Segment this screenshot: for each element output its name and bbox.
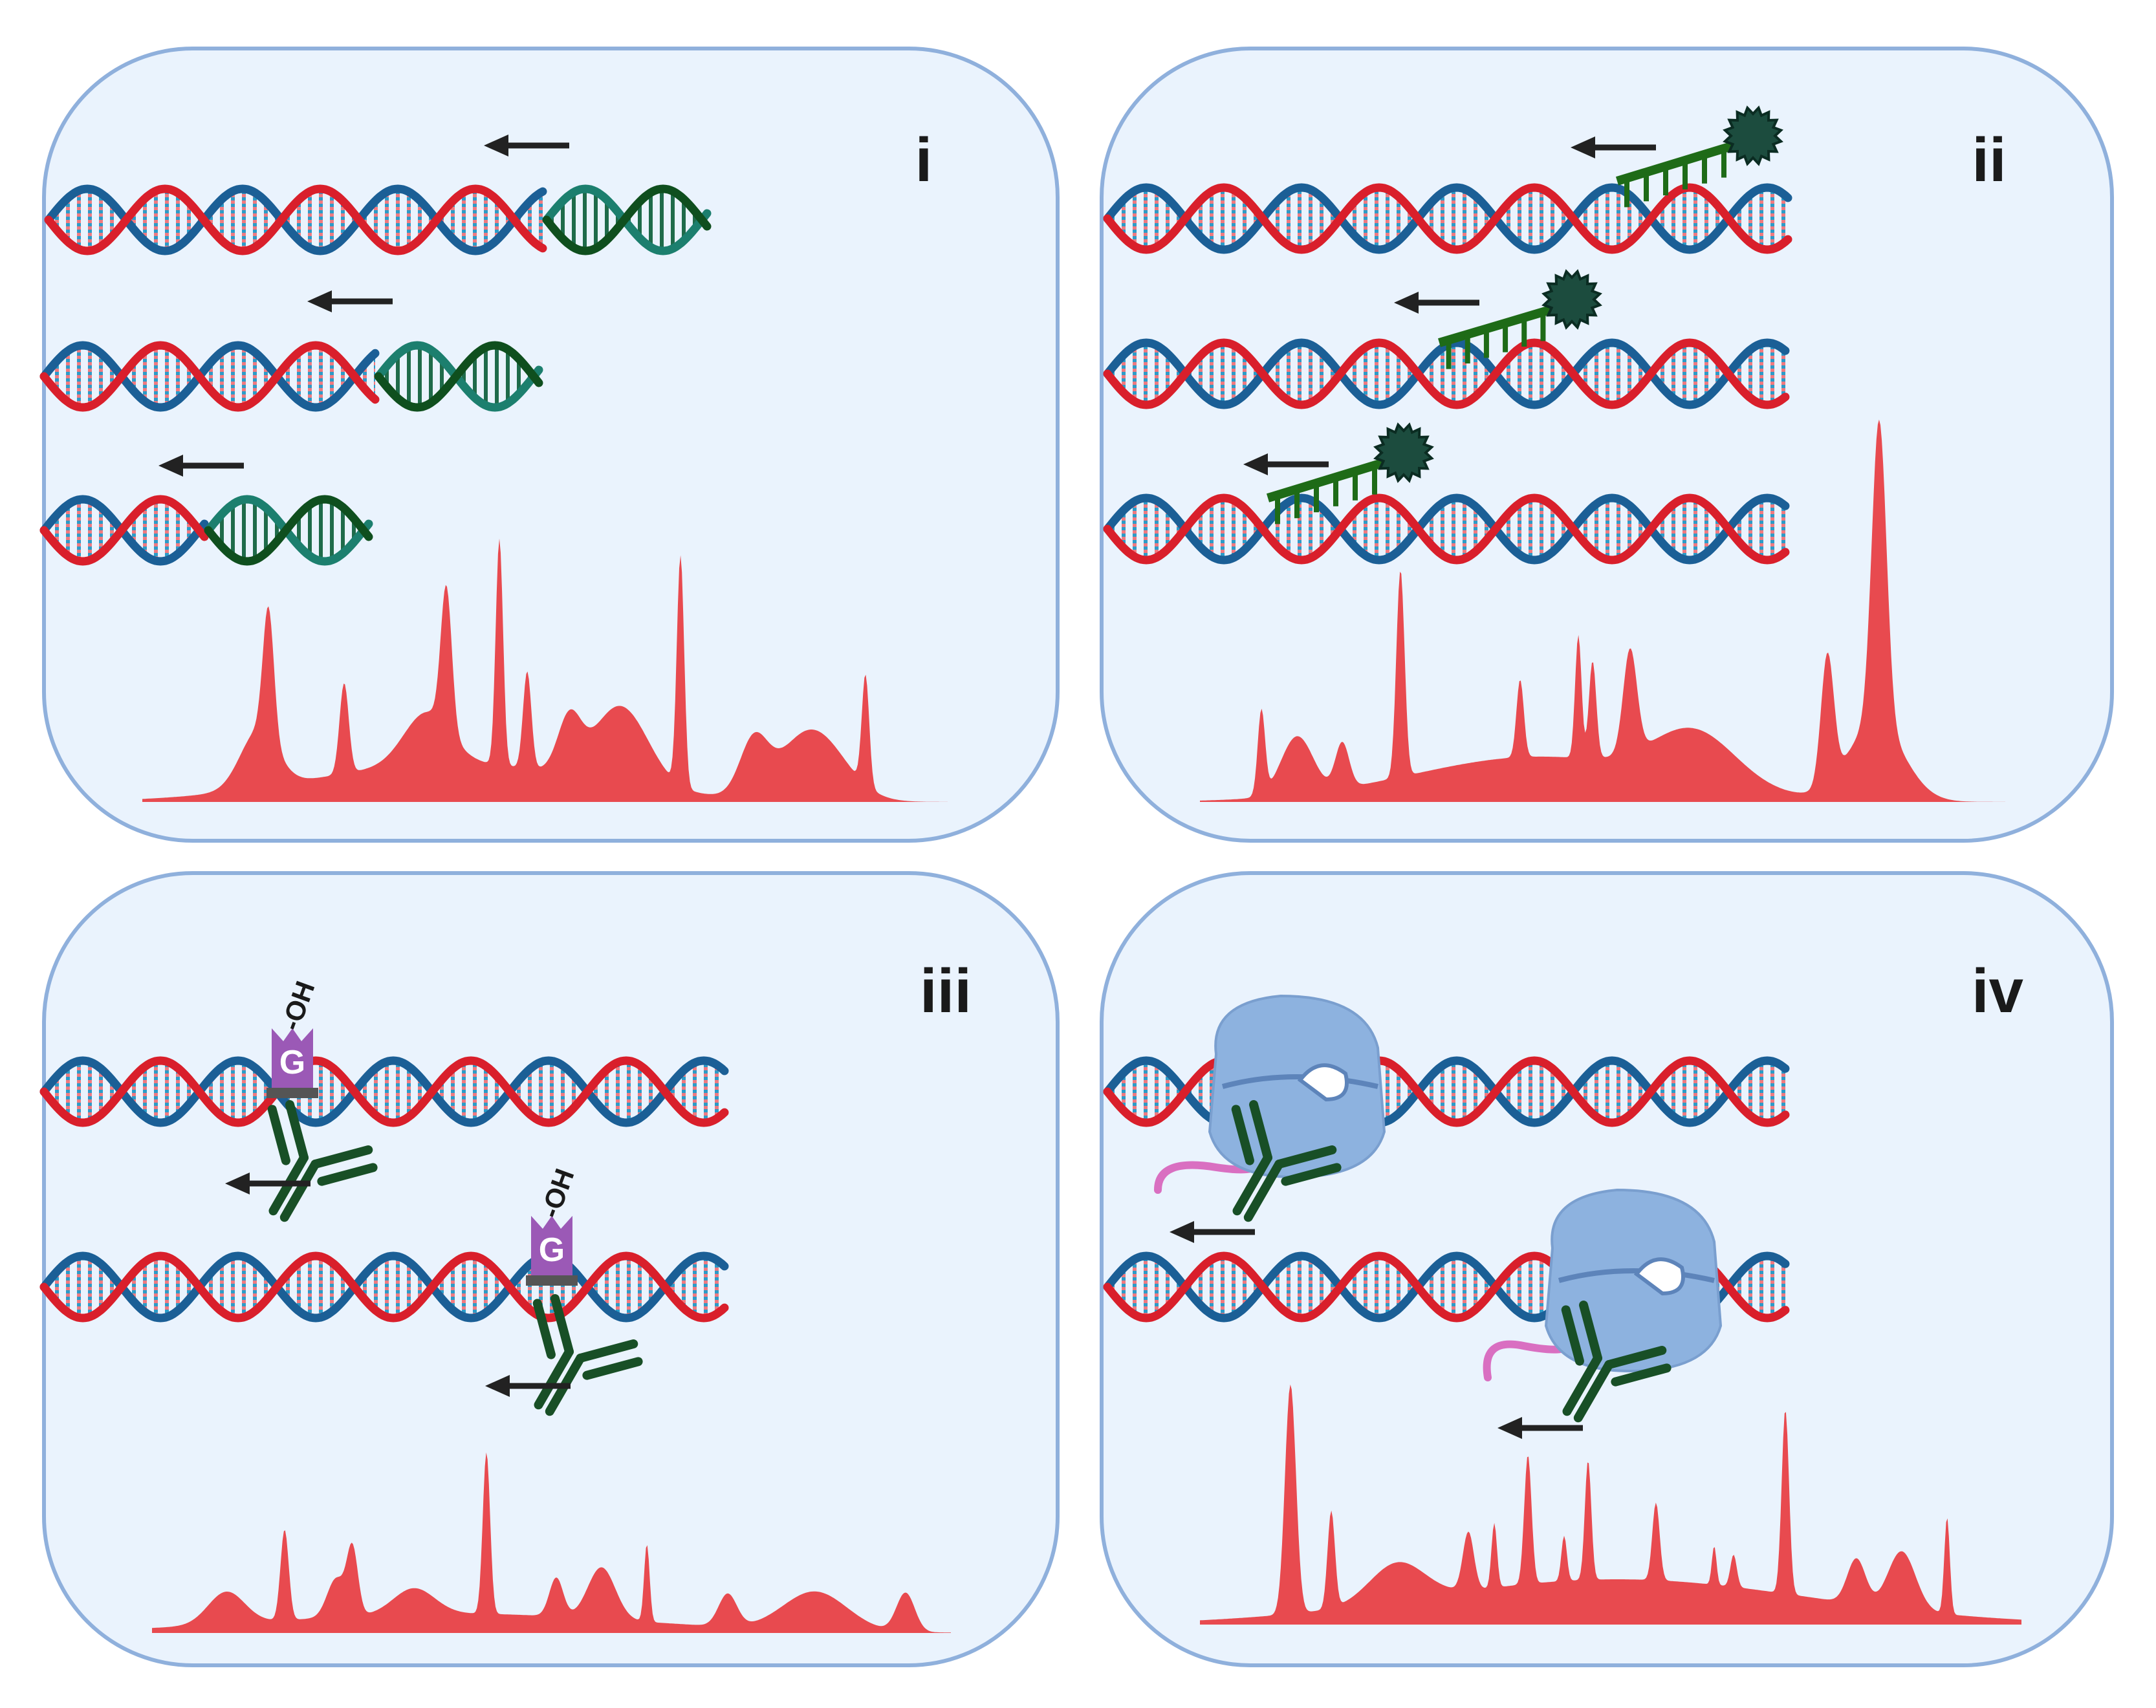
dna-strand-front	[1103, 493, 1790, 565]
arrow-head	[225, 1173, 250, 1195]
dna-helix-template	[1103, 183, 1792, 254]
arrow-head	[1394, 292, 1419, 314]
antibody-binding-icon: G-OHG-OH	[39, 977, 951, 1633]
probe-backbone	[1438, 305, 1554, 347]
arrow-head	[484, 135, 508, 157]
dna-strand-back	[39, 1251, 729, 1323]
labeled-probe-icon	[1615, 105, 1783, 208]
fluorophore-icon	[1373, 422, 1434, 483]
panel-iii-label: iii	[920, 957, 972, 1026]
direction-arrow-icon	[225, 1173, 310, 1195]
dna-strand-back	[39, 341, 380, 412]
panel-ii-label: ii	[1972, 125, 2006, 195]
dna-strand-back	[39, 1056, 729, 1127]
antibody-icon	[1231, 1100, 1342, 1222]
arrow-head	[158, 455, 183, 477]
dna-strand-front	[39, 1056, 729, 1127]
guanine-base-plate	[267, 1088, 318, 1098]
panel-iii: iii G-OHG-OH	[39, 871, 1060, 1667]
direction-arrow-icon	[1170, 1221, 1255, 1243]
fluorophore-icon	[1541, 269, 1602, 330]
guanine-shape	[272, 1028, 313, 1088]
dna-strand-back	[1103, 493, 1790, 565]
guanine-shape	[531, 1216, 572, 1275]
dna-strand-front	[204, 495, 373, 566]
dna-strand-front	[44, 184, 547, 255]
labeled-probe-icon	[1266, 422, 1434, 524]
chromatogram-trace-iii	[152, 1452, 951, 1633]
polymerase-icon	[1208, 994, 1386, 1179]
arrow-head	[1243, 453, 1268, 475]
modified-guanine-icon: G-OH	[267, 977, 321, 1098]
direction-arrow-icon	[484, 135, 569, 157]
fluorophore-icon	[1723, 105, 1783, 166]
dna-helix-template	[1103, 493, 1790, 565]
polymerase-groove	[1558, 1268, 1715, 1283]
probe-backbone	[1615, 141, 1736, 186]
polymerase-groove	[1221, 1074, 1378, 1089]
dna-strand-back	[1103, 183, 1792, 254]
direction-arrow-icon	[1571, 136, 1656, 158]
dna-strand-back	[44, 184, 547, 255]
panel-i-frame	[42, 47, 1060, 843]
dna-strand-front	[1103, 183, 1792, 254]
dna-strand-front	[542, 184, 712, 255]
dna-helix-template	[1103, 1056, 1790, 1127]
dna-strand-front	[374, 341, 543, 412]
polymerase-binding-icon	[1103, 994, 2021, 1625]
panel-i: i	[39, 47, 1060, 843]
panel-ii-frame	[1100, 47, 2114, 843]
panel-iv: iv	[1100, 871, 2114, 1667]
direction-arrow-icon	[1497, 1417, 1583, 1439]
dna-helix-template	[39, 1056, 729, 1127]
arrow-head	[1497, 1417, 1522, 1439]
dna-helix-template	[39, 1251, 729, 1323]
chromatogram-trace-iv	[1200, 1384, 2021, 1625]
dna-strand-front	[39, 495, 209, 566]
dna-strand-front	[39, 1251, 729, 1323]
arrow-head	[485, 1375, 510, 1397]
labeled-probe-icon	[1438, 269, 1602, 369]
polymerase-body	[1208, 994, 1386, 1179]
polymerase-channel	[1297, 1063, 1349, 1102]
dna-strand-front	[39, 341, 380, 412]
direction-arrow-icon	[1243, 453, 1329, 475]
guanine-letter: G	[279, 1044, 305, 1081]
direction-arrow-icon	[307, 290, 393, 312]
panel-iv-label: iv	[1972, 957, 2023, 1026]
antibody-icon	[532, 1294, 643, 1416]
arrow-head	[1571, 136, 1595, 158]
probe-backbone	[1266, 458, 1386, 503]
panel-ii: ii	[1100, 47, 2114, 843]
polymerase-channel	[1633, 1257, 1685, 1296]
arrow-head	[307, 290, 332, 312]
guanine-letter: G	[539, 1231, 565, 1269]
chromatogram-trace-ii	[1200, 419, 2005, 802]
dna-strand-front	[1103, 338, 1790, 409]
probe-binding-icon	[1103, 105, 2005, 802]
panel-i-label: i	[915, 125, 933, 195]
direction-arrow-icon	[485, 1375, 571, 1397]
direction-arrow-icon	[1394, 292, 1479, 314]
chromatogram-trace-i	[142, 538, 948, 802]
antibody-icon	[1561, 1301, 1671, 1423]
direction-arrow-icon	[158, 455, 244, 477]
arrow-head	[1170, 1221, 1194, 1243]
guanine-base-plate	[526, 1275, 578, 1286]
